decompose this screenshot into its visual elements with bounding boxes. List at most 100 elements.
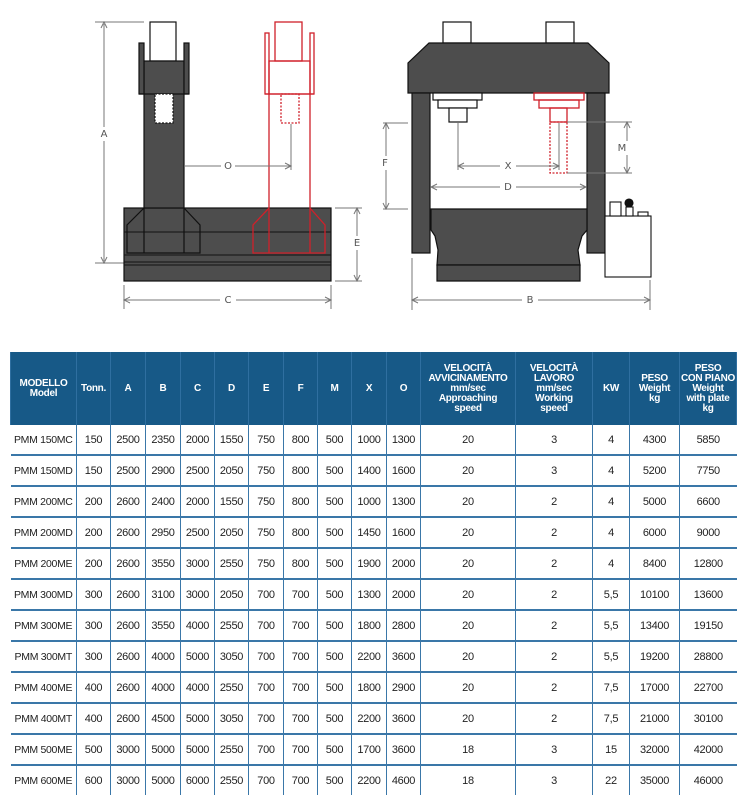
column-header-line: VELOCITÀ [529, 362, 579, 374]
table-cell: 4000 [145, 641, 181, 673]
table-cell: 2200 [351, 703, 387, 735]
table-cell: 13600 [679, 579, 737, 611]
table-cell: 5000 [180, 641, 215, 673]
table-cell: 3600 [386, 734, 421, 766]
table-cell: 1300 [351, 579, 387, 611]
table-cell: 4000 [180, 672, 215, 704]
table-cell: 20 [420, 579, 516, 611]
model-cell: PMM 150MC [10, 425, 77, 456]
table-cell: 800 [283, 486, 318, 518]
table-cell: 2600 [110, 517, 146, 549]
table-cell: 5200 [629, 455, 680, 487]
table-cell: 20 [420, 517, 516, 549]
table-cell: 4 [592, 486, 630, 518]
press-bed [430, 208, 588, 266]
column-header: Tonn. [76, 352, 111, 425]
table-cell: 1000 [351, 425, 387, 456]
table-cell: 32000 [629, 734, 680, 766]
table-cell: 2600 [110, 610, 146, 642]
table-cell: 700 [283, 765, 318, 795]
column-header: F [283, 352, 318, 425]
table-cell: 400 [76, 672, 111, 704]
table-cell: 18 [420, 734, 516, 766]
table-cell: 700 [283, 672, 318, 704]
dimension-m [567, 120, 632, 175]
table-cell: 4 [592, 425, 630, 456]
table-cell: 7,5 [592, 672, 630, 704]
table-cell: 12800 [679, 548, 737, 580]
table-cell: 2500 [110, 455, 146, 487]
model-cell: PMM 300MD [10, 579, 77, 611]
table-cell: 5000 [145, 765, 181, 795]
table-cell: 3100 [145, 579, 181, 611]
table-cell: 8400 [629, 548, 680, 580]
table-cell: 500 [317, 517, 352, 549]
table-cell: 3 [515, 734, 593, 766]
column-header-line: MODELLO [19, 377, 68, 389]
table-cell: 2550 [214, 610, 249, 642]
column-header-line: A [124, 382, 132, 394]
table-cell: 2600 [110, 641, 146, 673]
model-cell: PMM 200ME [10, 548, 77, 580]
column-header: O [386, 352, 421, 425]
left-upright [411, 92, 431, 254]
table-cell: 22700 [679, 672, 737, 704]
table-cell: 3 [515, 765, 593, 795]
table-cell: 2 [515, 672, 593, 704]
label-x: X [505, 161, 512, 172]
table-cell: 4000 [180, 610, 215, 642]
table-cell: 400 [76, 703, 111, 735]
column-header-line: D [228, 382, 235, 394]
column-header-line: kg [648, 392, 661, 404]
table-cell: 700 [248, 765, 284, 795]
model-cell: PMM 300ME [10, 610, 77, 642]
table-cell: 2800 [386, 610, 421, 642]
table-cell: 20 [420, 548, 516, 580]
cylinder-highlight-front [533, 92, 585, 174]
table-cell: 750 [248, 548, 284, 580]
table-cell: 750 [248, 455, 284, 487]
table-cell: 1550 [214, 425, 249, 456]
model-cell: PMM 300MT [10, 641, 77, 673]
column-header: E [248, 352, 284, 425]
table-cell: 700 [248, 672, 284, 704]
table-cell: 750 [248, 517, 284, 549]
table-cell: 46000 [679, 765, 737, 795]
table-cell: 5000 [180, 734, 215, 766]
table-cell: 2500 [180, 517, 215, 549]
table-cell: 3600 [386, 641, 421, 673]
press-head [407, 42, 610, 94]
table-cell: 6000 [629, 517, 680, 549]
column-header-line: speed [540, 402, 568, 414]
table-cell: 3050 [214, 641, 249, 673]
dimension-f [382, 121, 408, 211]
table-cell: 18 [420, 765, 516, 795]
table-cell: 1550 [214, 486, 249, 518]
press-dimension-diagram: A [95, 20, 652, 310]
table-cell: 200 [76, 548, 111, 580]
table-cell: 1700 [351, 734, 387, 766]
table-cell: 700 [248, 734, 284, 766]
model-cell: PMM 600ME [10, 765, 77, 795]
table-cell: 500 [317, 425, 352, 456]
table-cell: 700 [248, 610, 284, 642]
column-header-line: Approaching [438, 392, 498, 404]
column-header: KW [592, 352, 630, 425]
table-cell: 2500 [110, 425, 146, 456]
table-cell: 2000 [180, 486, 215, 518]
table-cell: 5000 [145, 734, 181, 766]
table-cell: 30100 [679, 703, 737, 735]
table-cell: 2550 [214, 734, 249, 766]
table-cell: 20 [420, 455, 516, 487]
column-header-line: CON PIANO [681, 372, 735, 384]
column-header-line: mm/sec [450, 382, 486, 394]
dimension-e [335, 206, 362, 283]
column-header: X [351, 352, 387, 425]
column-header: M [317, 352, 352, 425]
